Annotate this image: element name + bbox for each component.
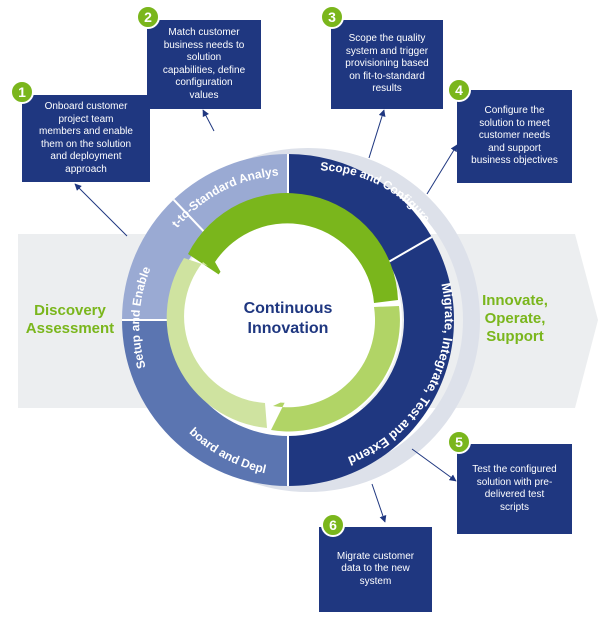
center-disc bbox=[205, 237, 371, 403]
segment-onboard[interactable] bbox=[122, 320, 288, 486]
cycle-arrow-top bbox=[188, 193, 398, 303]
step-5-badge: 5 bbox=[447, 430, 471, 454]
connectors bbox=[74, 109, 458, 523]
step-3-box: Scope the quality system and trigger pro… bbox=[331, 20, 443, 109]
cycle-arrow-left bbox=[166, 258, 267, 428]
step-3-badge: 3 bbox=[320, 5, 344, 29]
step-5-box: Test the configured solution with pre- d… bbox=[457, 444, 572, 534]
step-4-text: Configure the solution to meet customer … bbox=[471, 105, 558, 167]
step-3-text: Scope the quality system and trigger pro… bbox=[345, 33, 429, 95]
step-6-box: Migrate customer data to the new system bbox=[319, 527, 432, 612]
cycle-arrow-right bbox=[271, 306, 400, 432]
step-1-badge: 1 bbox=[10, 80, 34, 104]
step-1-box: Onboard customer project team members an… bbox=[22, 95, 150, 182]
step-4-box: Configure the solution to meet customer … bbox=[457, 90, 572, 183]
step-4-badge: 4 bbox=[447, 78, 471, 102]
step-2-box: Match customer business needs to solutio… bbox=[147, 20, 261, 109]
step-1-text: Onboard customer project team members an… bbox=[39, 101, 133, 175]
step-6-badge: 6 bbox=[321, 513, 345, 537]
segment-scope[interactable] bbox=[288, 154, 432, 262]
innovate-operate-support-label: Innovate, Operate, Support bbox=[482, 292, 548, 345]
step-6-text: Migrate customer data to the new system bbox=[336, 550, 415, 587]
discovery-assessment-label: Discovery Assessment bbox=[25, 302, 115, 337]
continuous-innovation-title: Continuous Innovation bbox=[243, 300, 333, 337]
segment-migrate[interactable] bbox=[288, 237, 454, 486]
step-5-text: Test the configured solution with pre- d… bbox=[472, 464, 557, 513]
step-2-badge: 2 bbox=[136, 5, 160, 29]
segment-setup[interactable] bbox=[122, 199, 209, 320]
segment-fit[interactable] bbox=[173, 154, 288, 236]
step-2-text: Match customer business needs to solutio… bbox=[162, 27, 246, 101]
